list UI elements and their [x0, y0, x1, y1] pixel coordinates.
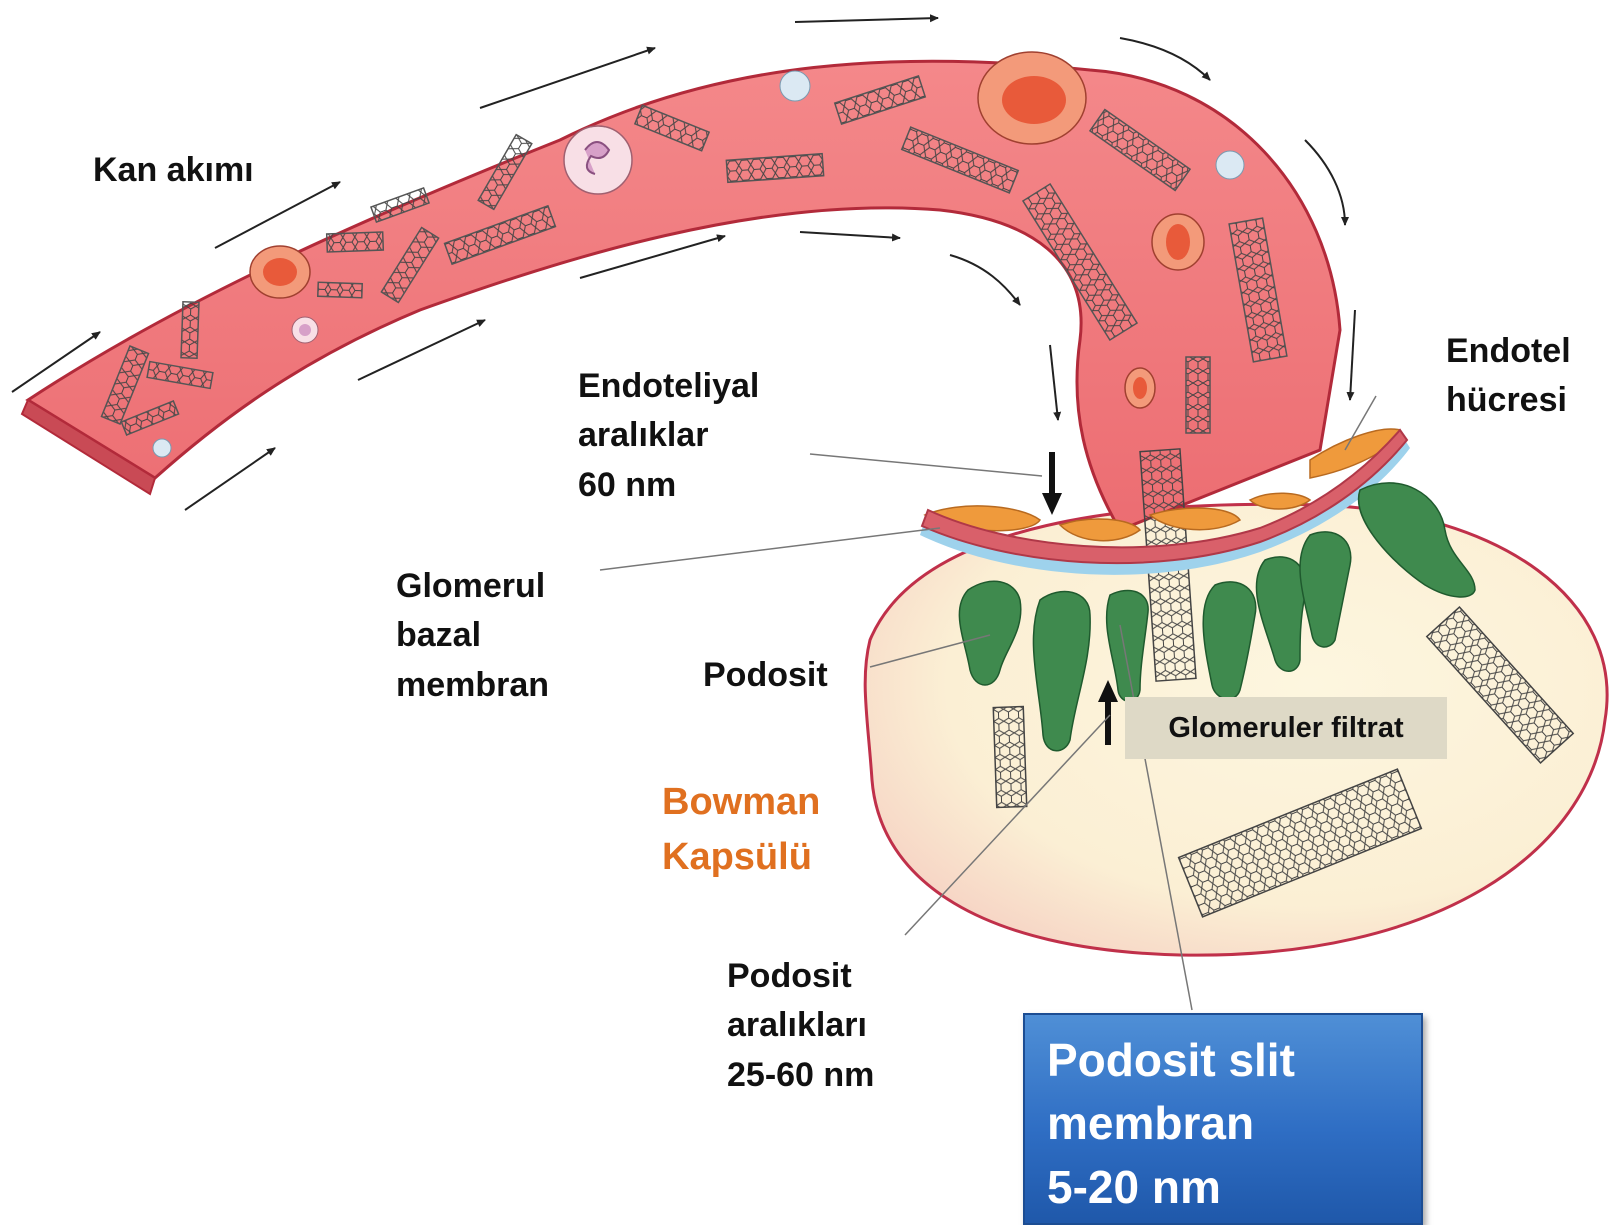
label-glomerular-basement-membrane: Glomerul bazal membran [396, 562, 549, 710]
label-bowman-capsule: Bowman Kapsülü [662, 775, 820, 885]
label-endothelial-cell: Endotel hücresi [1446, 327, 1571, 426]
label-podocyte-slit-membrane: Podosit slit membran 5-20 nm [1023, 1013, 1423, 1225]
label-blood-flow: Kan akımı [93, 146, 254, 195]
label-podocyte-gaps: Podosit aralıkları 25-60 nm [727, 952, 874, 1100]
label-endothelial-gaps: Endoteliyal aralıklar 60 nm [578, 362, 759, 510]
label-glomerular-filtrate: Glomeruler filtrat [1125, 697, 1447, 759]
label-podocyte: Podosit [703, 651, 828, 700]
